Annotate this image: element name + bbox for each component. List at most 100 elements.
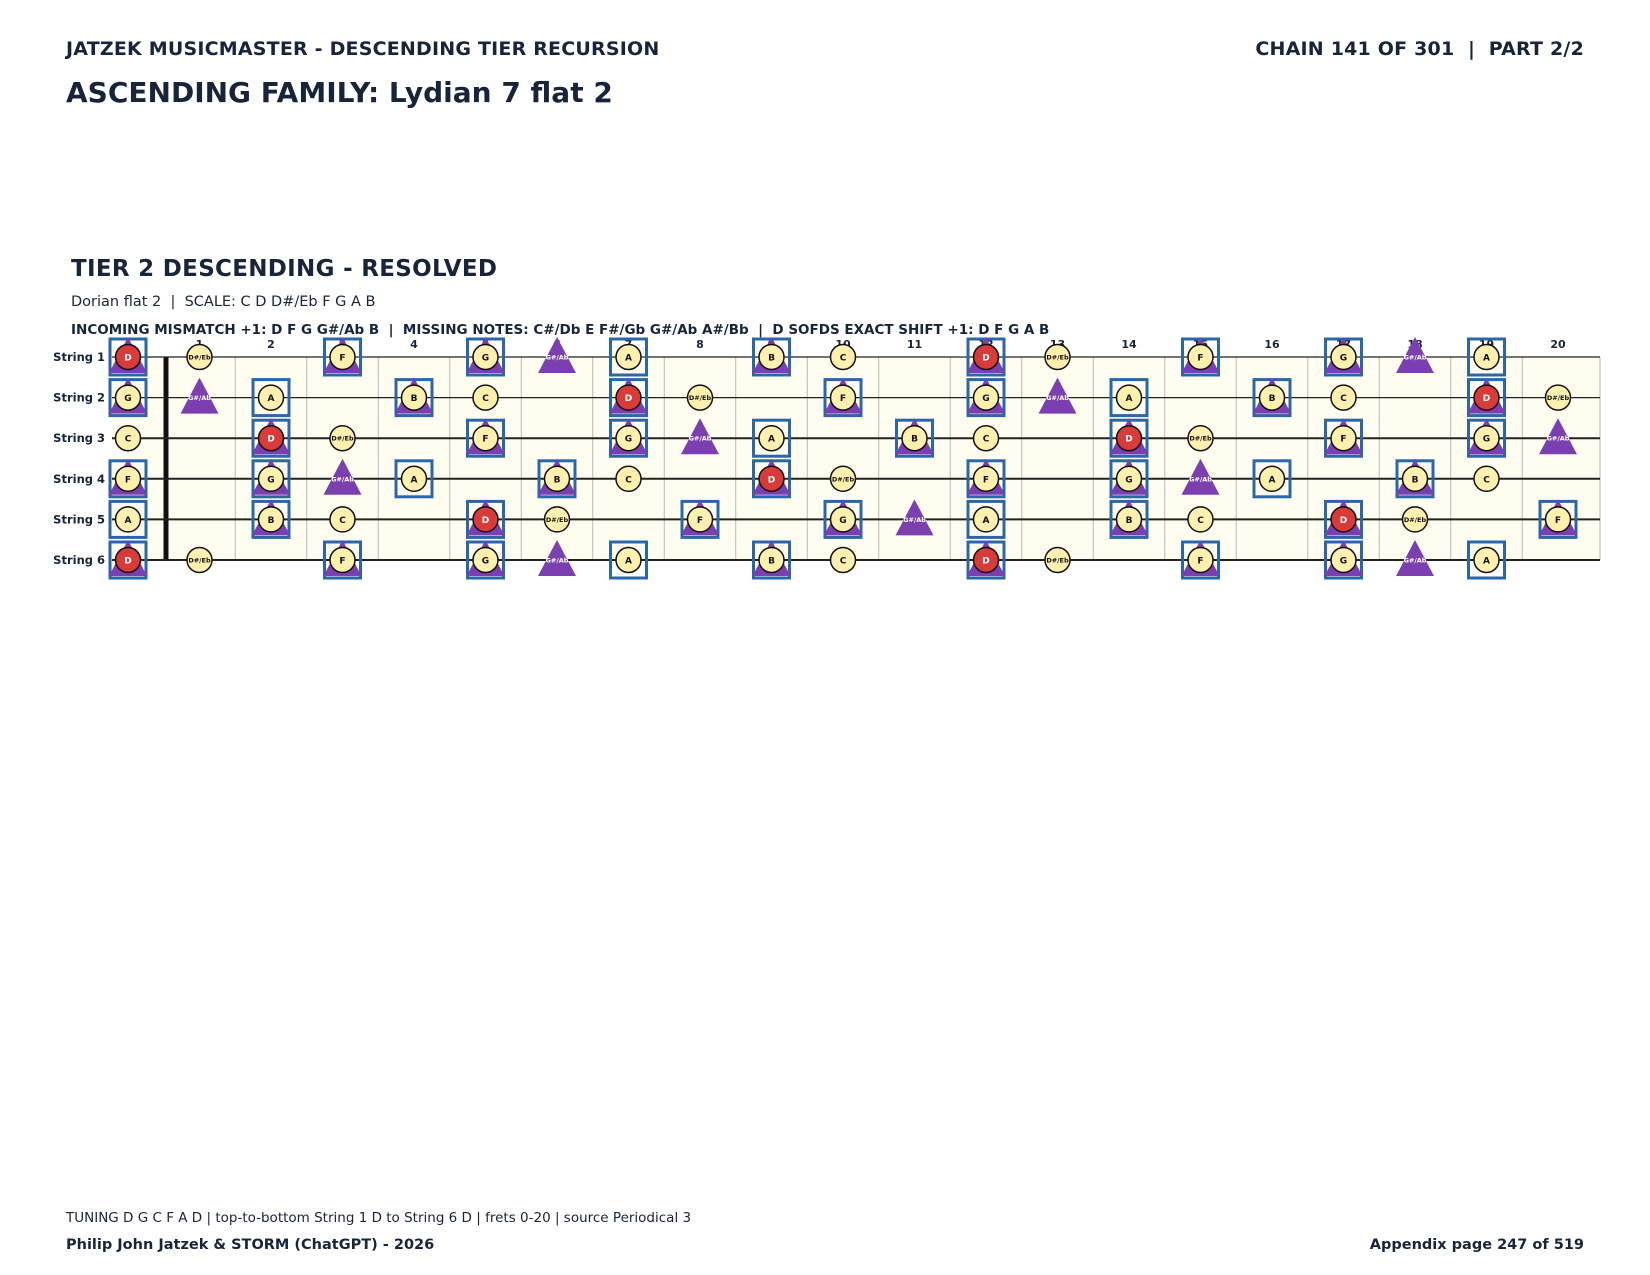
note-marker: G xyxy=(823,499,863,539)
note-marker: G#/Ab xyxy=(1181,458,1220,495)
note-marker: G xyxy=(1324,337,1363,377)
note-marker: C xyxy=(615,465,642,493)
note-marker: A xyxy=(1467,540,1506,580)
fret-number-label: 16 xyxy=(1264,338,1280,351)
note-label: F xyxy=(125,475,131,485)
note-circle xyxy=(829,546,857,574)
note-marker: F xyxy=(1181,337,1220,377)
author-credit: Philip John Jatzek & STORM (ChatGPT) - 2… xyxy=(66,1237,435,1253)
note-label: G#/Ab xyxy=(1046,394,1069,402)
note-circle xyxy=(1187,546,1214,574)
note-marker: D#/Eb xyxy=(1401,506,1429,533)
note-label: G xyxy=(1340,354,1347,364)
string-label: String 5 xyxy=(53,512,105,526)
note-circle xyxy=(758,424,785,452)
note-circle xyxy=(257,424,285,452)
note-circle xyxy=(1115,465,1143,493)
note-circle xyxy=(472,546,499,574)
note-label: A xyxy=(125,516,132,526)
note-marker: C xyxy=(829,343,857,371)
note-circle xyxy=(472,424,499,452)
note-label: G xyxy=(1125,475,1132,485)
note-label: A xyxy=(1483,557,1490,567)
note-label: B xyxy=(1126,516,1133,526)
note-circle xyxy=(329,343,356,371)
note-marker: D#/Eb xyxy=(186,343,213,371)
note-marker: A xyxy=(1467,337,1506,377)
note-circle xyxy=(472,506,499,533)
note-marker: A xyxy=(1109,378,1149,418)
note-label: D xyxy=(982,557,989,567)
note-label: G#/Ab xyxy=(546,557,569,565)
note-marker: G#/Ab xyxy=(1396,540,1434,576)
note-label: D#/Eb xyxy=(689,394,712,402)
note-marker: A xyxy=(108,499,148,539)
chain-indicator: CHAIN 141 OF 301 | PART 2/2 xyxy=(1255,38,1584,60)
note-marker: G xyxy=(251,458,291,499)
note-marker: D#/Eb xyxy=(686,384,714,411)
note-label: D xyxy=(982,354,989,364)
note-circle xyxy=(114,546,142,574)
note-label: F xyxy=(1340,435,1346,445)
note-marker: G xyxy=(466,540,505,580)
note-marker: D xyxy=(752,458,791,499)
note-marker: B xyxy=(895,418,934,458)
note-marker: B xyxy=(752,337,791,377)
note-circle xyxy=(615,465,642,493)
note-marker: D#/Eb xyxy=(829,465,857,493)
shift-box-marker xyxy=(1109,378,1149,418)
note-marker: C xyxy=(1473,465,1500,493)
note-circle xyxy=(1330,506,1357,533)
note-circle xyxy=(400,384,428,411)
note-marker: G xyxy=(1467,418,1506,458)
shift-box-marker xyxy=(609,540,648,580)
note-circle xyxy=(972,465,1000,493)
note-circle xyxy=(972,424,1000,452)
note-label: F xyxy=(840,394,846,404)
mismatch-triangle-marker xyxy=(1396,540,1434,576)
note-circle xyxy=(114,343,142,371)
note-circle xyxy=(1187,343,1214,371)
note-marker: C xyxy=(829,546,857,574)
note-label: A xyxy=(1269,475,1276,485)
shift-box-marker xyxy=(251,378,291,418)
note-circle xyxy=(1330,424,1357,452)
note-marker: A xyxy=(251,378,291,418)
note-circle xyxy=(615,546,642,574)
note-label: C xyxy=(125,435,132,445)
note-label: A xyxy=(1483,354,1490,364)
string-label: String 3 xyxy=(53,431,105,445)
note-label: F xyxy=(339,354,345,364)
note-label: A xyxy=(625,354,632,364)
note-circle xyxy=(972,343,1000,371)
note-label: C xyxy=(983,435,990,445)
note-marker: C xyxy=(1187,506,1214,533)
note-label: G#/Ab xyxy=(188,394,211,402)
note-label: F xyxy=(1197,557,1203,567)
string-label: String 1 xyxy=(53,350,105,364)
note-label: D xyxy=(625,394,632,404)
fret-number-label: 8 xyxy=(696,338,704,351)
note-marker: G#/Ab xyxy=(1539,418,1577,455)
note-label: B xyxy=(911,435,918,445)
note-label: A xyxy=(768,435,775,445)
note-circle xyxy=(329,506,356,533)
note-circle xyxy=(829,506,857,533)
note-marker: F xyxy=(323,540,362,580)
note-label: D xyxy=(124,354,131,364)
note-label: C xyxy=(339,516,346,526)
note-circle xyxy=(1544,384,1572,411)
tier-subtitle: Dorian flat 2 | SCALE: C D D#/Eb F G A B xyxy=(71,294,376,310)
note-circle xyxy=(758,465,785,493)
note-marker: F xyxy=(1324,418,1363,458)
note-label: G xyxy=(625,435,632,445)
shift-box-marker xyxy=(752,418,791,458)
shift-box-marker xyxy=(1467,337,1506,377)
note-label: B xyxy=(768,354,775,364)
note-label: D xyxy=(267,435,274,445)
note-circle xyxy=(329,424,356,452)
note-label: G#/Ab xyxy=(331,475,354,483)
note-circle xyxy=(1044,546,1071,574)
note-label: D#/Eb xyxy=(1046,354,1069,362)
note-circle xyxy=(972,506,1000,533)
